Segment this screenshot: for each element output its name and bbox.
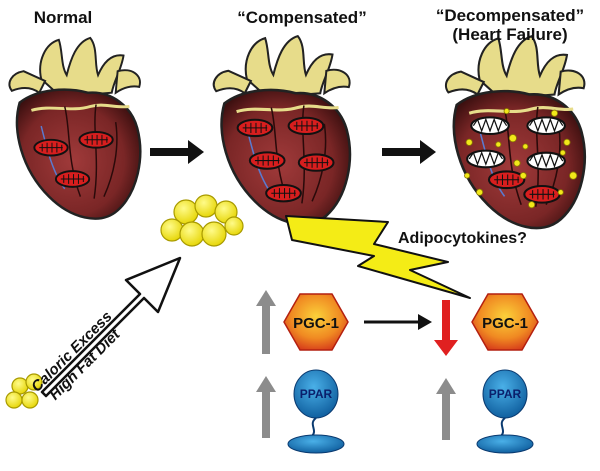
up-arrow-ppar-right: [436, 378, 456, 440]
muscle-fiber: [287, 116, 325, 136]
muscle-fiber: [487, 170, 526, 190]
lipid-droplets: [464, 108, 578, 209]
lipid-laden-fiber: [470, 116, 510, 136]
normal-heart: [8, 36, 142, 221]
adipocytokines-label: Adipocytokines?: [398, 230, 527, 247]
arrowhead: [418, 314, 432, 330]
pgc1-hexagon-left: PGC-1: [283, 293, 349, 351]
decompensated-title: “Decompensated”: [435, 6, 585, 25]
muscle-fiber: [248, 151, 286, 170]
pgc1-label-right: PGC-1: [482, 315, 528, 332]
lipid-laden-fiber: [526, 116, 566, 136]
up-arrow-ppar-left: [256, 376, 276, 438]
up-arrow-pgc1-left: [256, 290, 276, 354]
muscle-fiber: [523, 184, 561, 204]
lipid-laden-fiber: [526, 151, 566, 171]
progression-arrow-1: [150, 140, 204, 164]
muscle-fiber: [265, 184, 302, 203]
ppar-protein-left: PPAR: [287, 369, 345, 454]
heart-failure-subtitle: (Heart Failure): [452, 25, 568, 44]
ppar-label-right: PPAR: [489, 387, 522, 401]
progression-arrow-2: [382, 140, 436, 164]
diet-arrow: Caloric Excess High Fat Diet: [28, 256, 182, 404]
lipid-laden-fiber: [466, 149, 506, 169]
pgc1-label-left: PGC-1: [293, 315, 339, 332]
adipocyte-cluster-large: [160, 194, 244, 247]
down-arrow-pgc1-right: [434, 300, 458, 356]
compensated-heart: [212, 34, 352, 226]
normal-stage-label: Normal: [33, 8, 93, 27]
decompensated-heart: [444, 34, 587, 230]
decompensated-stage-label: “Decompensated” (Heart Failure): [420, 6, 600, 44]
ppar-label-left: PPAR: [300, 387, 333, 401]
muscle-fiber: [54, 170, 91, 188]
muscle-fiber: [297, 153, 335, 172]
muscle-fiber: [78, 130, 114, 149]
compensated-stage-label: “Compensated”: [237, 8, 367, 27]
ppar-protein-right: PPAR: [476, 369, 534, 454]
adipocyte-cluster-small: [5, 373, 43, 409]
muscle-fiber: [33, 138, 69, 157]
pgc1-hexagon-right: PGC-1: [471, 293, 539, 351]
lightning-bolt: [285, 215, 471, 299]
muscle-fiber: [236, 118, 274, 138]
